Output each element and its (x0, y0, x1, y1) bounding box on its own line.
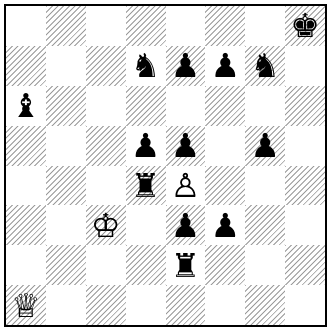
square-b5[interactable] (46, 126, 86, 166)
square-e1[interactable] (166, 285, 206, 325)
square-d4[interactable]: ♜ (126, 166, 166, 206)
square-f3[interactable]: ♟ (205, 205, 245, 245)
black-pawn-icon[interactable]: ♟ (205, 46, 245, 86)
square-a6[interactable]: ♝ (6, 86, 46, 126)
black-pawn-icon[interactable]: ♟ (245, 126, 285, 166)
square-b4[interactable] (46, 166, 86, 206)
square-c3[interactable]: ♔ (86, 205, 126, 245)
square-h2[interactable] (285, 245, 325, 285)
chess-board: ♚♞♟♟♞♝♟♟♟♜♙♔♟♟♜♕ (4, 4, 327, 327)
square-e5[interactable]: ♟ (166, 126, 206, 166)
black-knight-icon[interactable]: ♞ (245, 46, 285, 86)
square-d1[interactable] (126, 285, 166, 325)
square-f2[interactable] (205, 245, 245, 285)
square-d5[interactable]: ♟ (126, 126, 166, 166)
white-king-icon[interactable]: ♔ (86, 205, 126, 245)
white-pawn-icon[interactable]: ♙ (166, 166, 206, 206)
square-a5[interactable] (6, 126, 46, 166)
square-f5[interactable] (205, 126, 245, 166)
square-d8[interactable] (126, 6, 166, 46)
square-h4[interactable] (285, 166, 325, 206)
square-c7[interactable] (86, 46, 126, 86)
square-e8[interactable] (166, 6, 206, 46)
square-a4[interactable] (6, 166, 46, 206)
square-e7[interactable]: ♟ (166, 46, 206, 86)
square-b8[interactable] (46, 6, 86, 46)
black-rook-icon[interactable]: ♜ (126, 166, 166, 206)
square-g4[interactable] (245, 166, 285, 206)
square-c6[interactable] (86, 86, 126, 126)
square-d3[interactable] (126, 205, 166, 245)
square-g3[interactable] (245, 205, 285, 245)
square-g6[interactable] (245, 86, 285, 126)
black-rook-icon[interactable]: ♜ (166, 245, 206, 285)
black-pawn-icon[interactable]: ♟ (126, 126, 166, 166)
square-h5[interactable] (285, 126, 325, 166)
square-d6[interactable] (126, 86, 166, 126)
square-e2[interactable]: ♜ (166, 245, 206, 285)
square-g2[interactable] (245, 245, 285, 285)
square-f6[interactable] (205, 86, 245, 126)
square-c8[interactable] (86, 6, 126, 46)
square-d2[interactable] (126, 245, 166, 285)
square-e3[interactable]: ♟ (166, 205, 206, 245)
square-c1[interactable] (86, 285, 126, 325)
square-h6[interactable] (285, 86, 325, 126)
square-d7[interactable]: ♞ (126, 46, 166, 86)
square-e6[interactable] (166, 86, 206, 126)
white-queen-icon[interactable]: ♕ (6, 285, 46, 325)
square-f4[interactable] (205, 166, 245, 206)
square-g1[interactable] (245, 285, 285, 325)
square-b1[interactable] (46, 285, 86, 325)
square-a2[interactable] (6, 245, 46, 285)
black-bishop-icon[interactable]: ♝ (6, 86, 46, 126)
square-c4[interactable] (86, 166, 126, 206)
black-pawn-icon[interactable]: ♟ (205, 205, 245, 245)
square-b7[interactable] (46, 46, 86, 86)
square-h3[interactable] (285, 205, 325, 245)
square-c2[interactable] (86, 245, 126, 285)
square-g8[interactable] (245, 6, 285, 46)
black-pawn-icon[interactable]: ♟ (166, 126, 206, 166)
square-h1[interactable] (285, 285, 325, 325)
square-f1[interactable] (205, 285, 245, 325)
square-a8[interactable] (6, 6, 46, 46)
square-b2[interactable] (46, 245, 86, 285)
square-c5[interactable] (86, 126, 126, 166)
square-f8[interactable] (205, 6, 245, 46)
square-h8[interactable]: ♚ (285, 6, 325, 46)
square-f7[interactable]: ♟ (205, 46, 245, 86)
square-g5[interactable]: ♟ (245, 126, 285, 166)
black-king-icon[interactable]: ♚ (285, 6, 325, 46)
square-e4[interactable]: ♙ (166, 166, 206, 206)
black-pawn-icon[interactable]: ♟ (166, 205, 206, 245)
square-a3[interactable] (6, 205, 46, 245)
square-a1[interactable]: ♕ (6, 285, 46, 325)
black-knight-icon[interactable]: ♞ (126, 46, 166, 86)
square-a7[interactable] (6, 46, 46, 86)
square-b6[interactable] (46, 86, 86, 126)
square-h7[interactable] (285, 46, 325, 86)
square-g7[interactable]: ♞ (245, 46, 285, 86)
square-b3[interactable] (46, 205, 86, 245)
black-pawn-icon[interactable]: ♟ (166, 46, 206, 86)
